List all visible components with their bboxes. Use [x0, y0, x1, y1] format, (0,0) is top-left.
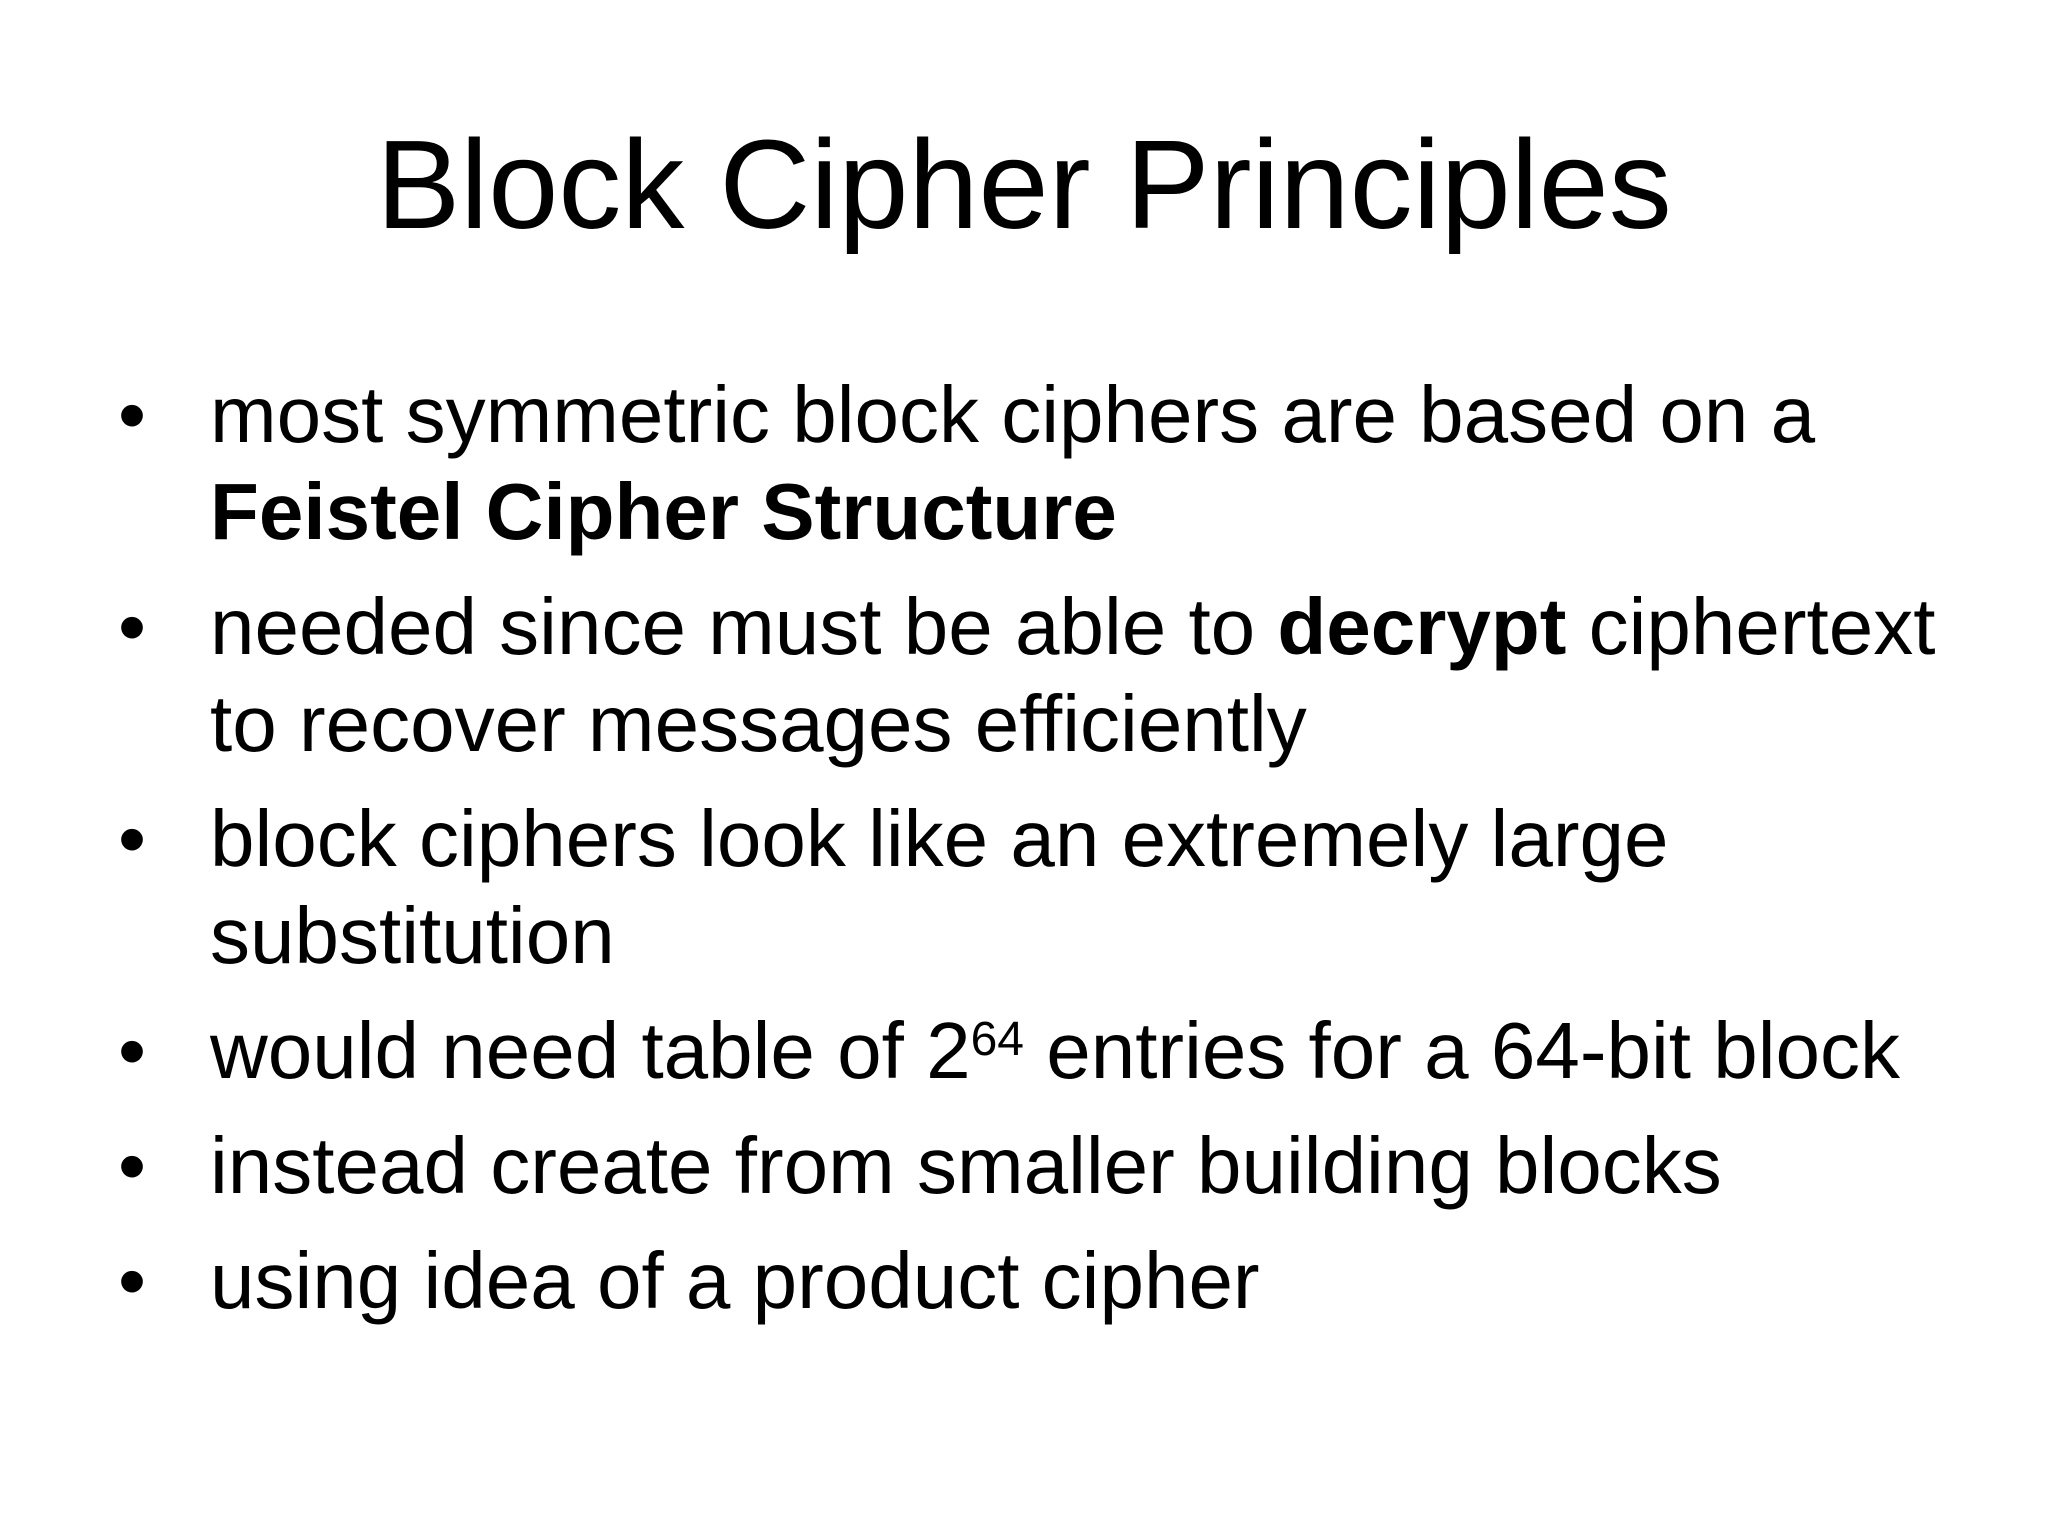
bullet-marker: • [118, 1236, 147, 1325]
bullet-text: block ciphers look like an extremely lar… [210, 794, 1669, 980]
bullet-marker: • [118, 1121, 147, 1210]
list-item: • block ciphers look like an extremely la… [118, 790, 2018, 984]
list-item: • instead create from smaller building bl… [118, 1117, 2018, 1214]
bullet-text: most symmetric block ciphers are based o… [210, 370, 1816, 556]
list-item: • using idea of a product cipher [118, 1232, 2018, 1329]
bullet-text: using idea of a product cipher [210, 1236, 1260, 1325]
bullet-text: instead create from smaller building blo… [210, 1121, 1722, 1210]
list-item: • would need table of 264 entries for a 6… [118, 1002, 2018, 1099]
slide-title: Block Cipher Principles [376, 114, 1672, 255]
bullet-text: would need table of 264 entries for a 64… [210, 1006, 1900, 1095]
bullet-marker: • [118, 370, 147, 459]
list-item: • needed since must be able to decrypt ci… [118, 578, 2018, 772]
bullet-marker: • [118, 1006, 147, 1095]
bullet-marker: • [118, 582, 147, 671]
list-item: • most symmetric block ciphers are based … [118, 366, 2018, 560]
bullet-marker: • [118, 794, 147, 883]
bullet-list: • most symmetric block ciphers are based … [0, 366, 2048, 1329]
bullet-text: needed since must be able to decrypt cip… [210, 582, 1936, 768]
